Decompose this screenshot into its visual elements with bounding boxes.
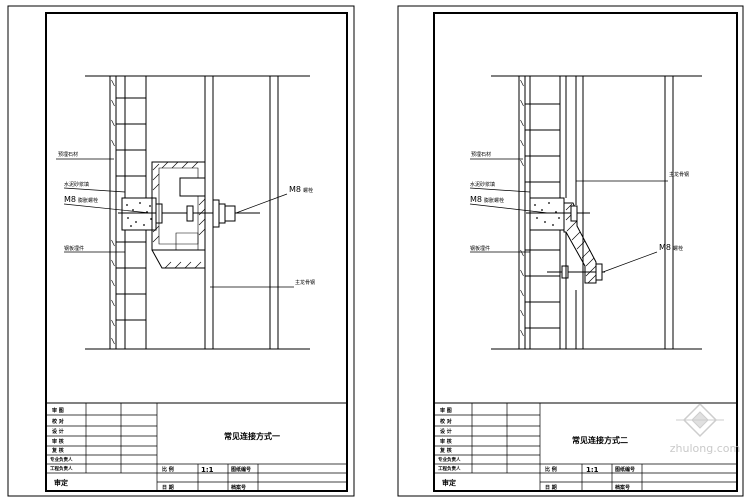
row-label: 专业负责人 — [50, 456, 73, 463]
watermark-text: zhulong.com — [670, 442, 740, 455]
label-mortar: 水泥砂浆填 — [64, 181, 89, 188]
sheet-1-outer-border — [7, 5, 355, 497]
label-embedded-plate: 钢板埋件 — [470, 245, 490, 252]
sheet-1-mortar-block — [121, 197, 157, 231]
row-label: 复 核 — [51, 447, 64, 454]
row-label: 工程负责人 — [50, 465, 73, 472]
row-label-approve: 审定 — [442, 478, 456, 487]
date-label: 日 期 — [162, 484, 174, 491]
row-label: 校 对 — [52, 418, 64, 425]
label-stone: 预埋石材 — [58, 151, 78, 158]
sheet-2-keel — [565, 76, 674, 349]
sheet-2-title-block: 审 图 校 对 设 计 审 核 复 核 专业负责人 工程负责人 审定 常见连接方… — [434, 402, 737, 491]
sheet-1-inner-border — [45, 12, 348, 492]
row-label: 专业负责人 — [438, 456, 461, 463]
watermark-logo-icon — [676, 402, 724, 438]
row-label: 工程负责人 — [438, 465, 461, 472]
sheet-2-inner-border — [433, 12, 738, 492]
sheet-2-title: 常见连接方式二 — [572, 435, 628, 445]
scale-value: 1:1 — [201, 466, 214, 474]
row-label: 审 图 — [440, 407, 452, 414]
scale-value: 1:1 — [586, 466, 599, 474]
sheet-2-outer-border — [397, 5, 744, 497]
row-label: 审 核 — [440, 438, 452, 445]
watermark: zhulong.com — [670, 402, 740, 455]
row-label: 设 计 — [440, 428, 452, 435]
code-label: 图纸编号 — [231, 466, 251, 473]
row-label: 审 图 — [52, 407, 64, 414]
sheet-2-mortar-block — [529, 197, 565, 231]
label-stone: 预埋石材 — [471, 151, 491, 158]
label-main-keel: 主龙骨钢 — [669, 171, 689, 178]
scale-label: 比 例 — [162, 466, 174, 473]
date-label: 日 期 — [545, 484, 557, 491]
sheet-1-title: 常见连接方式一 — [224, 431, 280, 441]
label-main-keel: 主龙骨钢 — [295, 279, 315, 286]
sheet-1-keel — [204, 76, 279, 349]
label-mortar: 水泥砂浆填 — [470, 181, 495, 188]
archive-label: 档案号 — [615, 484, 630, 491]
sheet-1-title-block: 审 图 校 对 设 计 审 核 复 核 专业负责人 工程负责人 审定 常见连接方… — [46, 402, 347, 491]
archive-label: 档案号 — [231, 484, 246, 491]
row-label: 校 对 — [440, 418, 452, 425]
sheet-2-angle-bracket — [526, 202, 605, 284]
label-embedded-plate: 钢板埋件 — [64, 245, 84, 252]
row-label: 审 核 — [52, 438, 64, 445]
scale-label: 比 例 — [545, 466, 557, 473]
row-label: 设 计 — [52, 428, 64, 435]
row-label-approve: 审定 — [54, 478, 68, 487]
code-label: 图纸编号 — [615, 466, 635, 473]
row-label: 复 核 — [439, 447, 452, 454]
